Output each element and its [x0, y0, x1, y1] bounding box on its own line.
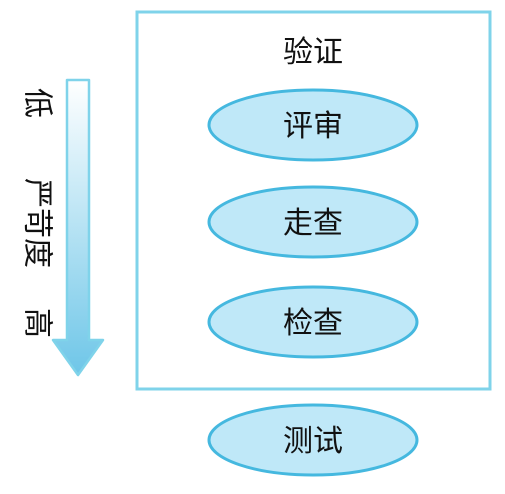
axis-high-label: 高: [20, 308, 55, 338]
oval-review: 评审: [207, 88, 419, 162]
oval-testing: 测试: [207, 403, 419, 477]
oval-testing-label: 测试: [283, 424, 343, 459]
axis-middle-label: 严苛度: [20, 178, 55, 268]
oval-walkthrough: 走查: [207, 185, 419, 259]
oval-inspection: 检查: [207, 285, 419, 359]
rigor-arrow: [51, 78, 105, 377]
oval-inspection-label: 检查: [283, 306, 343, 341]
oval-review-label: 评审: [283, 109, 343, 144]
oval-walkthrough-label: 走查: [283, 206, 343, 241]
axis-low-label: 低: [20, 88, 55, 118]
validation-box-title: 验证: [283, 35, 343, 70]
